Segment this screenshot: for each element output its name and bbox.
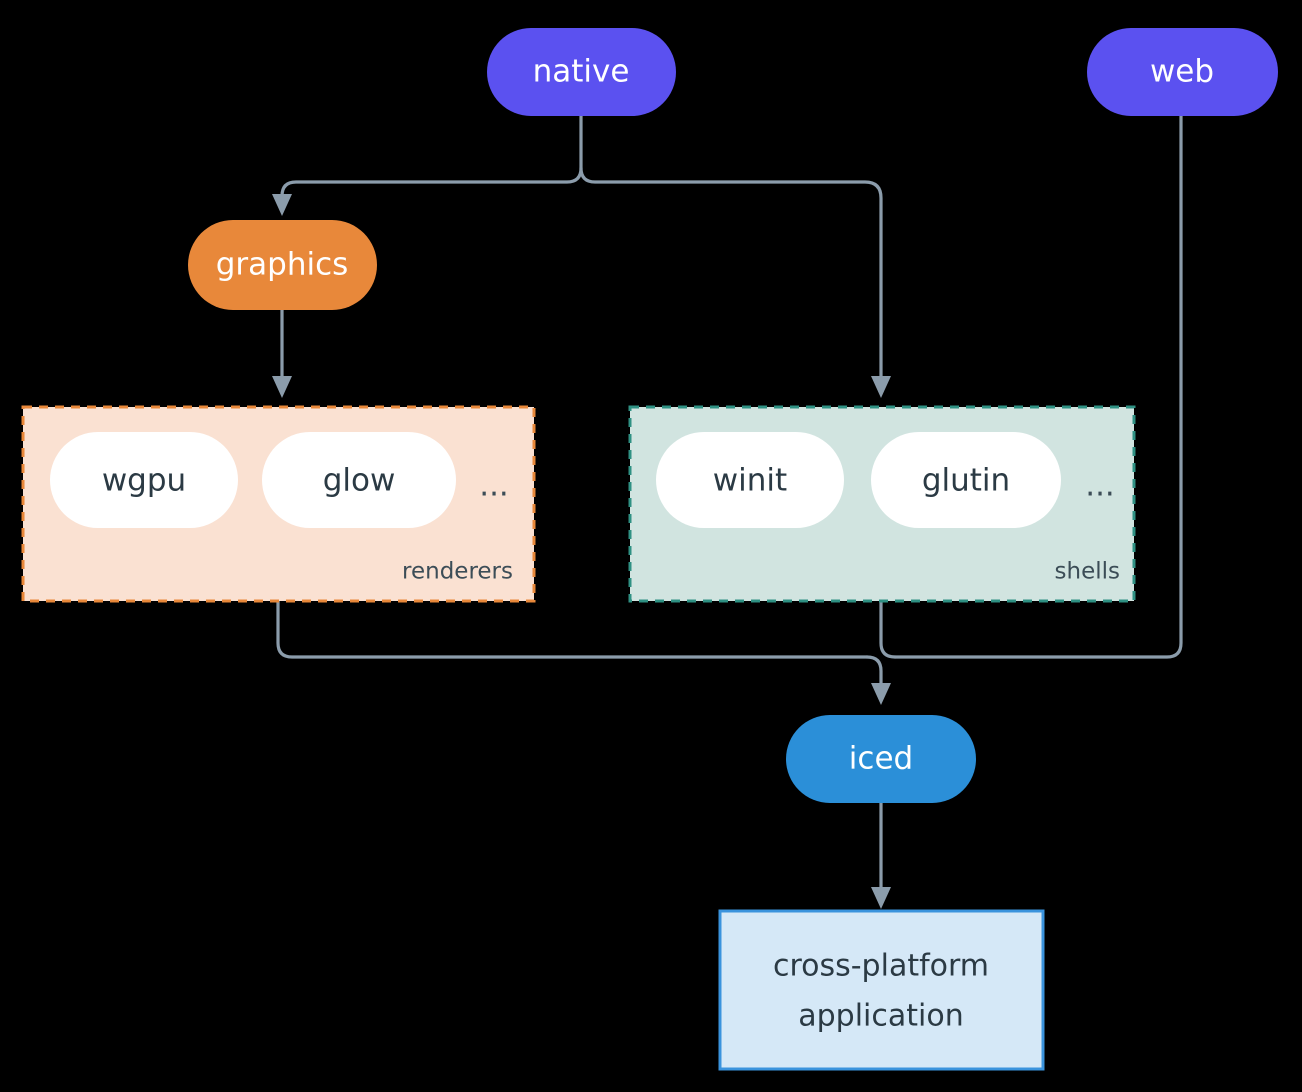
- pill-wgpu[interactable]: wgpu: [50, 432, 238, 528]
- group-renderers-label: renderers: [402, 559, 513, 585]
- edge-native-split: [579, 114, 883, 383]
- node-iced-shape: [786, 715, 976, 803]
- node-application-label-line-1: cross-platform: [773, 949, 989, 984]
- node-application[interactable]: cross-platform application: [718, 909, 1045, 1071]
- pill-glutin-shape: [871, 432, 1061, 528]
- pill-winit[interactable]: winit: [656, 432, 844, 528]
- edge-to-iced-arrowhead: [871, 683, 891, 705]
- edge-web-to-iced: [893, 114, 1183, 659]
- edge-iced-to-application-arrowhead: [871, 887, 891, 909]
- pill-wgpu-shape: [50, 432, 238, 528]
- edge-native-to-graphics: [280, 166, 583, 201]
- pill-glow[interactable]: glow: [262, 432, 456, 528]
- edge-graphics-to-renderers-arrowhead: [272, 376, 292, 398]
- group-shells: winit glutin ... shells: [628, 405, 1136, 603]
- node-graphics[interactable]: graphics: [188, 220, 377, 310]
- pill-winit-shape: [656, 432, 844, 528]
- renderers-overflow-ellipsis: ...: [479, 468, 509, 504]
- node-application-shape: [718, 909, 1045, 1071]
- edge-native-to-graphics-arrowhead: [272, 194, 292, 216]
- pill-wgpu-label: wgpu: [102, 463, 186, 499]
- edge-layer: [272, 114, 1183, 909]
- edge-native-to-shells-arrowhead: [871, 376, 891, 398]
- edge-iced-junction: [865, 655, 883, 690]
- edge-shells-to-iced: [879, 599, 897, 659]
- node-web[interactable]: web: [1087, 28, 1278, 116]
- pill-glow-label: glow: [323, 463, 396, 499]
- group-renderers: wgpu glow ... renderers: [21, 405, 536, 603]
- node-native-shape: [487, 28, 676, 116]
- node-application-label-line-2: application: [798, 999, 963, 1034]
- pill-glutin-label: glutin: [922, 463, 1010, 499]
- pill-glow-shape: [262, 432, 456, 528]
- pill-glutin[interactable]: glutin: [871, 432, 1061, 528]
- node-graphics-shape: [188, 220, 377, 310]
- group-shells-label: shells: [1055, 559, 1120, 585]
- pill-winit-label: winit: [713, 463, 787, 499]
- node-web-shape: [1087, 28, 1278, 116]
- shells-overflow-ellipsis: ...: [1085, 468, 1115, 504]
- edge-renderers-to-iced: [276, 599, 869, 659]
- node-iced[interactable]: iced: [786, 715, 976, 803]
- node-native[interactable]: native: [487, 28, 676, 116]
